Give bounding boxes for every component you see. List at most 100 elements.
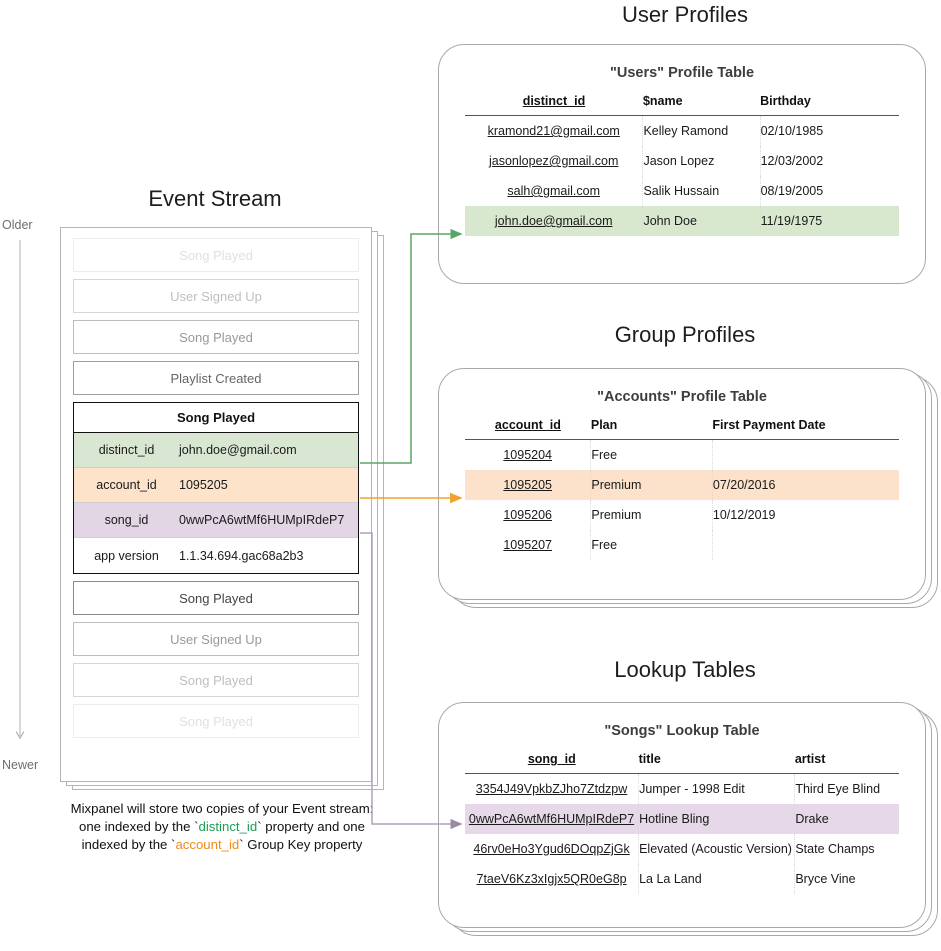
accounts-profile-table: account_id Plan First Payment Date 10952…	[465, 415, 899, 560]
section-title-user-profiles: User Profiles	[622, 2, 748, 27]
caption-token-distinct-id: distinct_id	[198, 819, 258, 834]
property-value: 1095205	[179, 478, 228, 492]
table-row[interactable]: 3354J49VpkbZJho7Ztdzpw Jumper - 1998 Edi…	[465, 773, 899, 804]
event-property-row-distinct-id[interactable]: distinct_id john.doe@gmail.com	[74, 433, 358, 468]
caption-line-1: Mixpanel will store two copies of your E…	[70, 801, 374, 816]
caption-line-3: indexed by the `account_id` Group Key pr…	[22, 836, 422, 854]
event-stream-panel: Song Played User Signed Up Song Played P…	[60, 227, 372, 782]
caption-line-3-pre: indexed by the `	[81, 837, 176, 852]
table-header-row: song_id title artist	[465, 749, 899, 774]
cell-artist: Drake	[794, 804, 899, 834]
songs-lookup-table: song_id title artist 3354J49VpkbZJho7Ztd…	[465, 749, 899, 894]
cell-account-id: 1095205	[503, 478, 553, 492]
cell-name: John Doe	[642, 206, 761, 236]
cell-name: Kelley Ramond	[642, 115, 761, 146]
cell-song-id: 46rv0eHo3Ygud6DOqpZjGk	[473, 842, 630, 856]
cell-first-payment-date	[712, 530, 899, 560]
cell-plan: Free	[590, 439, 713, 470]
property-value: john.doe@gmail.com	[179, 443, 297, 457]
column-header-name: $name	[642, 94, 683, 108]
cell-account-id: 1095204	[503, 448, 553, 462]
column-header-first-payment-date: First Payment Date	[712, 418, 826, 432]
cell-account-id: 1095207	[503, 538, 553, 552]
cell-song-id: 7taeV6Kz3xIgjx5QR0eG8p	[476, 872, 627, 886]
cell-first-payment-date: 10/12/2019	[712, 508, 776, 522]
cell-distinct-id: john.doe@gmail.com	[494, 214, 613, 228]
cell-artist: Third Eye Blind	[795, 782, 881, 796]
cell-title: Elevated (Acoustic Version)	[638, 834, 796, 864]
event-box[interactable]: User Signed Up	[73, 622, 359, 656]
event-box[interactable]: Song Played	[73, 581, 359, 615]
event-box[interactable]: Song Played	[73, 704, 359, 738]
cell-first-payment-date	[712, 440, 899, 471]
property-key: account_id	[96, 478, 157, 492]
table-row-highlighted[interactable]: john.doe@gmail.com John Doe 11/19/1975	[465, 206, 899, 236]
table-row[interactable]: 7taeV6Kz3xIgjx5QR0eG8p La La Land Bryce …	[465, 864, 899, 894]
caption-line-2-pre: one indexed by the `	[79, 819, 199, 834]
highlighted-event-card[interactable]: Song Played distinct_id john.doe@gmail.c…	[73, 402, 359, 574]
property-value: 0wwPcA6wtMf6HUMpIRdeP7	[179, 513, 345, 527]
table-row[interactable]: 46rv0eHo3Ygud6DOqpZjGk Elevated (Acousti…	[465, 834, 899, 864]
column-header-birthday: Birthday	[760, 94, 811, 108]
cell-birthday: 12/03/2002	[760, 154, 824, 168]
event-box[interactable]: User Signed Up	[73, 279, 359, 313]
cell-distinct-id: salh@gmail.com	[507, 184, 600, 198]
cell-title: La La Land	[638, 864, 796, 894]
section-title-event-stream: Event Stream	[148, 186, 282, 211]
table-row[interactable]: kramond21@gmail.com Kelley Ramond 02/10/…	[465, 115, 899, 146]
cell-account-id: 1095206	[503, 508, 553, 522]
event-property-row-song-id[interactable]: song_id 0wwPcA6wtMf6HUMpIRdeP7	[74, 503, 358, 538]
table-row[interactable]: 1095204 Free	[465, 439, 899, 471]
property-key: song_id	[104, 513, 149, 527]
accounts-table-title: "Accounts" Profile Table	[597, 389, 767, 405]
cell-title: Hotline Bling	[638, 804, 796, 834]
time-axis: Older Newer	[0, 218, 56, 778]
cell-artist: State Champs	[795, 842, 875, 856]
cell-birthday: 08/19/2005	[760, 184, 824, 198]
property-key: distinct_id	[98, 443, 155, 457]
section-title-group-profiles: Group Profiles	[614, 322, 756, 347]
users-profile-table: distinct_id $name Birthday kramond21@gma…	[465, 91, 899, 236]
caption-line-2-post: ` property and one	[257, 819, 365, 834]
table-row[interactable]: 1095206 Premium 10/12/2019	[465, 500, 899, 530]
cell-birthday: 02/10/1985	[760, 124, 824, 138]
caption-token-account-id: account_id	[175, 837, 240, 852]
column-header-plan: Plan	[590, 418, 618, 432]
users-profile-card: "Users" Profile Table distinct_id $name …	[438, 44, 926, 284]
cell-name: Salik Hussain	[642, 176, 761, 206]
cell-birthday: 11/19/1975	[760, 206, 899, 236]
table-row[interactable]: jasonlopez@gmail.com Jason Lopez 12/03/2…	[465, 146, 899, 176]
event-box[interactable]: Song Played	[73, 663, 359, 697]
cell-title: Jumper - 1998 Edit	[638, 773, 796, 804]
table-row[interactable]: 1095207 Free	[465, 530, 899, 560]
time-arrow-icon	[0, 240, 56, 778]
diagram-caption: Mixpanel will store two copies of your E…	[22, 800, 422, 854]
cell-plan: Premium	[590, 470, 713, 500]
cell-song-id: 3354J49VpkbZJho7Ztdzpw	[475, 782, 628, 796]
event-property-row-app-version[interactable]: app version 1.1.34.694.gac68a2b3	[74, 538, 358, 573]
column-header-account-id: account_id	[494, 418, 561, 432]
table-row-highlighted[interactable]: 0wwPcA6wtMf6HUMpIRdeP7 Hotline Bling Dra…	[465, 804, 899, 834]
cell-first-payment-date: 07/20/2016	[712, 470, 899, 500]
cell-plan: Free	[590, 530, 713, 560]
cell-plan: Premium	[590, 500, 713, 530]
cell-distinct-id: kramond21@gmail.com	[487, 124, 620, 138]
column-header-song-id: song_id	[527, 752, 576, 766]
property-key: app version	[94, 548, 159, 563]
cell-distinct-id: jasonlopez@gmail.com	[489, 154, 619, 168]
event-box[interactable]: Song Played	[73, 320, 359, 354]
songs-table-title: "Songs" Lookup Table	[604, 723, 760, 739]
axis-label-older: Older	[2, 218, 33, 232]
users-table-title: "Users" Profile Table	[609, 65, 755, 81]
event-box[interactable]: Song Played	[73, 238, 359, 272]
table-header-row: account_id Plan First Payment Date	[465, 415, 899, 440]
event-property-row-account-id[interactable]: account_id 1095205	[74, 468, 358, 503]
cell-artist: Bryce Vine	[795, 872, 856, 886]
table-row[interactable]: salh@gmail.com Salik Hussain 08/19/2005	[465, 176, 899, 206]
table-row-highlighted[interactable]: 1095205 Premium 07/20/2016	[465, 470, 899, 500]
caption-line-2: one indexed by the `distinct_id` propert…	[22, 818, 422, 836]
caption-line-3-post: ` Group Key property	[239, 837, 363, 852]
column-header-title: title	[638, 752, 661, 766]
event-box[interactable]: Playlist Created	[73, 361, 359, 395]
